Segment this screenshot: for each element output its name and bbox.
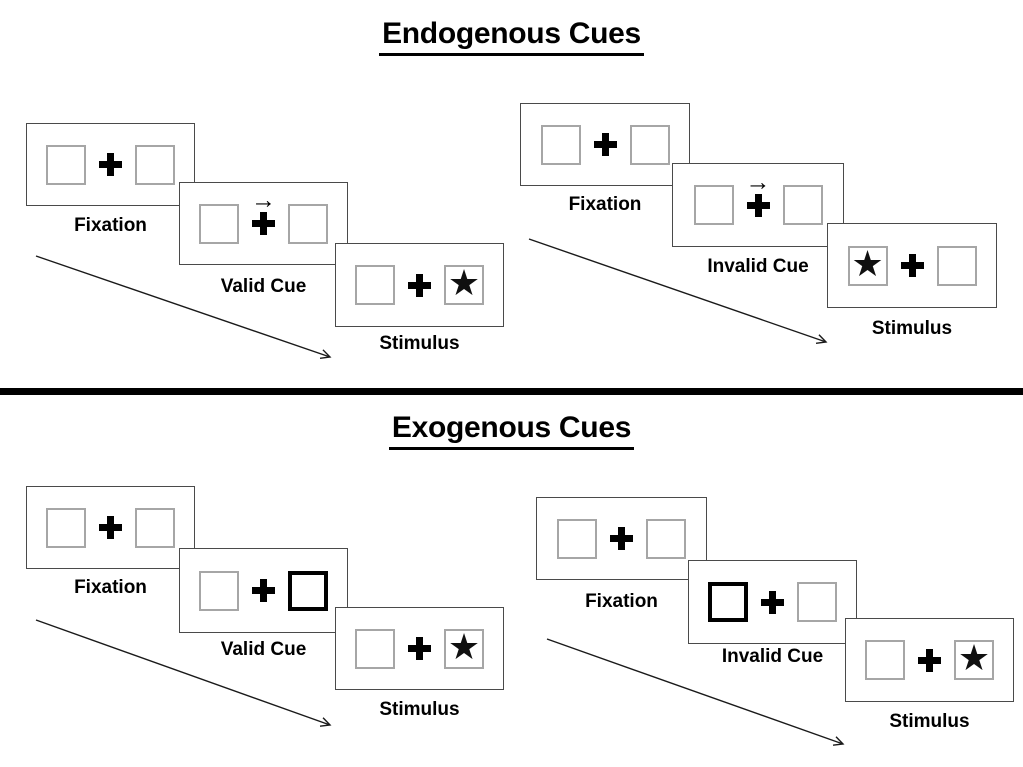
endo-invalid-stimulus-panel: ★ xyxy=(827,223,997,308)
panel-label: Fixation xyxy=(74,577,147,598)
exo-valid-cue-panel xyxy=(179,548,348,633)
left-placeholder-box xyxy=(693,185,734,225)
left-highlighted-cue-box xyxy=(708,582,748,622)
endo-invalid-cue-panel: → xyxy=(672,163,844,247)
right-placeholder-box xyxy=(782,185,823,225)
fixation-cross-icon xyxy=(761,590,784,614)
star-stimulus-icon: ★ xyxy=(447,262,481,303)
fixation-cross-icon xyxy=(99,153,122,176)
left-placeholder-box xyxy=(199,203,239,244)
section-title-text: Exogenous Cues xyxy=(388,411,635,450)
endo-valid-stimulus-panel: ★ xyxy=(335,243,504,327)
star-stimulus-icon: ★ xyxy=(447,625,481,667)
right-target-box: ★ xyxy=(444,625,484,669)
exogenous-section-title: Exogenous Cues xyxy=(0,411,1023,450)
panel-label: Stimulus xyxy=(379,333,460,354)
right-placeholder-box xyxy=(629,124,670,165)
panel-label: Invalid Cue xyxy=(707,256,809,277)
exogenous-valid-time-arrow-icon xyxy=(35,619,332,727)
section-title-text: Endogenous Cues xyxy=(379,17,644,56)
left-placeholder-box xyxy=(865,640,905,680)
exo-valid-stimulus-panel: ★ xyxy=(335,607,504,690)
star-stimulus-icon: ★ xyxy=(851,242,884,284)
cue-arrow-right-icon: → xyxy=(745,167,771,196)
panel-label: Fixation xyxy=(568,194,642,215)
left-placeholder-box xyxy=(199,570,239,611)
fixation-cross-icon xyxy=(408,273,431,297)
fixation-cross-icon xyxy=(900,254,924,277)
left-placeholder-box xyxy=(46,144,86,185)
endo-valid-fixation-panel xyxy=(26,123,195,206)
panel-label: Stimulus xyxy=(889,711,970,732)
right-highlighted-cue-box xyxy=(288,570,328,611)
right-target-box: ★ xyxy=(954,640,994,680)
panel-label: Fixation xyxy=(585,591,658,612)
exo-invalid-fixation-panel xyxy=(536,497,707,580)
left-placeholder-box xyxy=(557,518,597,559)
panel-label: Valid Cue xyxy=(220,639,307,660)
exo-invalid-stimulus-panel: ★ xyxy=(845,618,1014,702)
endo-valid-cue-panel: → xyxy=(179,182,348,265)
right-placeholder-box xyxy=(288,203,328,244)
left-target-box: ★ xyxy=(847,242,888,286)
left-placeholder-box xyxy=(355,265,395,305)
exogenous-invalid-time-arrow-icon xyxy=(546,638,845,746)
left-placeholder-box xyxy=(46,507,86,548)
right-placeholder-box xyxy=(135,507,175,548)
fixation-cross-icon xyxy=(99,516,122,539)
left-placeholder-box xyxy=(355,628,395,669)
exo-valid-fixation-panel xyxy=(26,486,195,569)
panel-label: Stimulus xyxy=(379,699,460,720)
panel-label: Valid Cue xyxy=(220,276,307,297)
right-placeholder-box xyxy=(646,518,686,559)
panel-label: Invalid Cue xyxy=(721,646,824,667)
right-target-box: ★ xyxy=(444,265,484,305)
right-placeholder-box xyxy=(936,245,977,286)
right-placeholder-box xyxy=(135,144,175,185)
fixation-cross-icon: → xyxy=(251,188,276,235)
panel-label: Stimulus xyxy=(871,318,953,339)
endogenous-valid-time-arrow-icon xyxy=(35,255,332,360)
fixation-cross-icon xyxy=(610,527,633,550)
endogenous-invalid-time-arrow-icon xyxy=(528,238,828,344)
fixation-cross-icon xyxy=(408,637,431,660)
panel-label: Fixation xyxy=(74,215,147,236)
section-divider xyxy=(0,388,1023,395)
fixation-cross-icon xyxy=(593,133,617,156)
exo-invalid-cue-panel xyxy=(688,560,857,644)
cue-arrow-right-icon: → xyxy=(251,186,276,214)
fixation-cross-icon: → xyxy=(746,169,771,217)
left-placeholder-box xyxy=(540,124,581,165)
endo-invalid-fixation-panel xyxy=(520,103,690,186)
right-placeholder-box xyxy=(797,582,837,622)
fixation-cross-icon xyxy=(918,648,941,672)
star-stimulus-icon: ★ xyxy=(957,637,991,678)
endogenous-section-title: Endogenous Cues xyxy=(0,17,1023,56)
fixation-cross-icon xyxy=(252,579,275,602)
